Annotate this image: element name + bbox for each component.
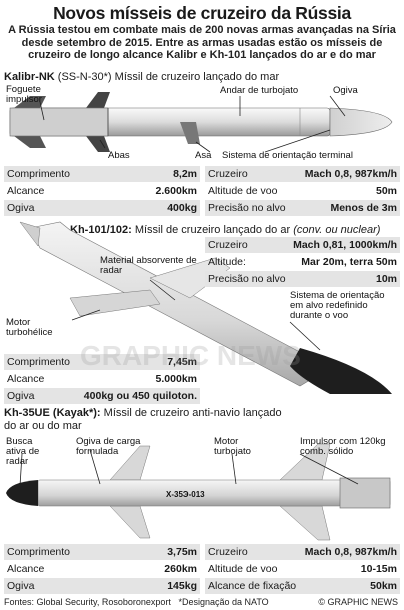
intro-text: A Rússia testou em combate mais de 200 n… <box>8 24 396 62</box>
footer-left: Fontes: Global Security, Rosoboronexport… <box>4 597 269 607</box>
kalibr-desc: Míssil de cruzeiro lançado do mar <box>114 71 280 83</box>
kh35-label-engine: Motor turbojato <box>214 436 251 457</box>
kh101-header: Kh-101/102: Míssil de cruzeiro lançado d… <box>70 224 380 236</box>
kh35-header: Kh-35UE (Kayak*): Míssil de cruzeiro ant… <box>4 407 284 433</box>
kalibr-label-wing: Asa <box>195 150 212 161</box>
kh101-label-guidance: Sistema de orientação em alvo redefinido… <box>290 290 385 321</box>
footer-sources: Fontes: Global Security, Rosoboronexport <box>4 597 171 607</box>
kh35-label-booster: Impulsor com 120kg comb. sólido <box>300 436 386 457</box>
kh101-label-absorbent: Material absorvente de radar <box>100 255 197 276</box>
kh101-name: Kh-101/102: <box>70 224 132 236</box>
kh35-name: Kh-35UE <box>4 407 50 419</box>
kalibr-label-booster: Foguete impulsor <box>6 84 42 105</box>
kalibr-name: Kalibr-NK <box>4 71 55 83</box>
kh35-designation: (Kayak*): <box>52 407 101 419</box>
footer-copyright: © GRAPHIC NEWS <box>318 597 398 607</box>
page-title: Novos mísseis de cruzeiro da Rússia <box>53 3 351 23</box>
kh101-missile-illustration <box>19 221 392 394</box>
kh101-label-engine: Motor turbohélice <box>6 317 53 338</box>
spec-row: Altitude:Mar 20m, terra 50m <box>208 256 397 268</box>
kalibr-label-warhead: Ogiva <box>333 85 358 96</box>
kh101-desc-italic: (conv. ou nuclear) <box>293 224 381 236</box>
kh35-desc: Míssil de cruzeiro anti-navio lançado do… <box>4 407 282 432</box>
kalibr-header: Kalibr-NK (SS-N-30*) Míssil de cruzeiro … <box>4 71 279 83</box>
kh35-label-seeker: Busca ativa de radar <box>6 436 40 467</box>
kh101-desc: Míssil de cruzeiro lançado do ar <box>134 224 291 236</box>
kalibr-label-guidance: Sistema de orientação terminal <box>222 150 353 161</box>
kalibr-label-fins: Abas <box>108 150 130 161</box>
footer-note: *Designação da NATO <box>178 597 269 607</box>
kalibr-missile-illustration <box>9 92 393 153</box>
kalibr-label-turbojet: Andar de turbojato <box>220 85 299 96</box>
kh35-missile-illustration <box>6 443 391 541</box>
kalibr-designation: (SS-N-30*) <box>57 71 112 83</box>
kh35-body-text: X-35Э-013 <box>166 490 205 499</box>
kh35-label-warhead: Ogiva de carga formulada <box>76 436 141 457</box>
